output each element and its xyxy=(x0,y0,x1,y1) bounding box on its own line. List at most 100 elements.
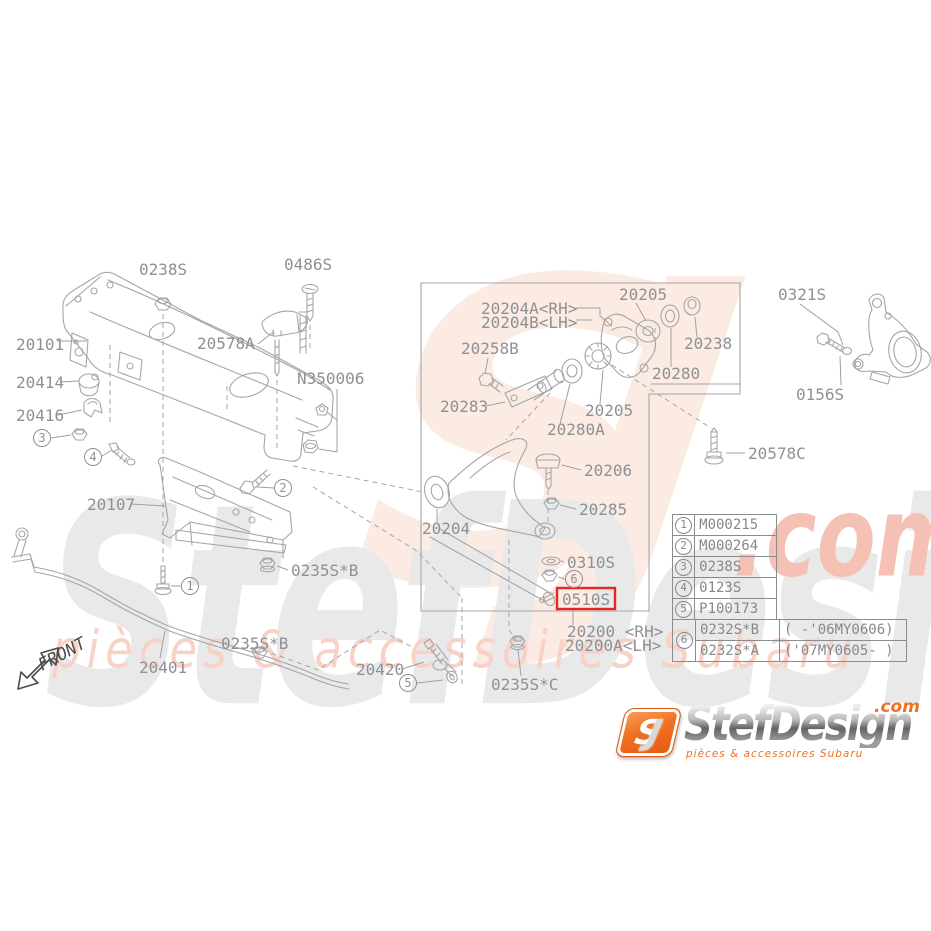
part-label: 20283 xyxy=(440,397,488,416)
table-subrow: 0232S*B ( -'06MY0606) xyxy=(696,620,906,641)
part-label: 20204A<RH> xyxy=(481,299,577,318)
row-part-number: 0123S xyxy=(699,580,742,596)
row-part-number: 0232S*A xyxy=(696,641,780,661)
table-subrow: 0232S*A ('07MY0605- ) xyxy=(696,641,906,661)
subframe-drawing xyxy=(62,271,334,462)
row-part-number: M000215 xyxy=(699,517,759,533)
logo-brand-text: StefDesign xyxy=(684,697,913,752)
table-row: 2 M000264 xyxy=(672,535,777,557)
part-label: 20204B<LH> xyxy=(481,313,577,332)
projection-lines xyxy=(109,314,712,686)
front-direction: FRONT xyxy=(17,633,91,690)
part-label: 20238 xyxy=(684,334,732,353)
callout-4: 4 xyxy=(84,448,102,466)
nut-20238 xyxy=(683,296,701,316)
washer-20205-top xyxy=(635,319,661,343)
callout-2: 2 xyxy=(274,479,292,497)
row-part-number: M000264 xyxy=(699,538,759,554)
row-part-number: 0232S*B xyxy=(696,620,780,640)
callout-5: 5 xyxy=(399,674,417,692)
nut-0235sb-1 xyxy=(259,557,276,573)
row-number-badge: 6 xyxy=(675,632,693,649)
part-labels: 0238S 0486S 20101 20578A 20414 N350006 2… xyxy=(16,255,844,694)
control-arm-drawing xyxy=(424,438,556,607)
part-label: 20200A<LH> xyxy=(565,636,661,655)
row-number-badge: 2 xyxy=(675,537,693,555)
part-label: 20205 xyxy=(619,285,667,304)
row-number-badge: 3 xyxy=(675,558,693,576)
logo-tagline: pièces & accessoires Subaru xyxy=(686,748,864,760)
steering-knuckle-drawing xyxy=(852,293,931,385)
table-row: 5 P100173 xyxy=(672,598,777,620)
ball-joint-20206 xyxy=(535,453,561,490)
shaft-assembly-20283 xyxy=(478,368,565,408)
part-label: 0235S*C xyxy=(491,675,558,694)
bolt-0321s xyxy=(816,332,853,356)
callout-1: 1 xyxy=(181,577,199,595)
part-label: 20200 <RH> xyxy=(567,622,663,641)
part-label: 20401 xyxy=(139,658,187,677)
callout-markers: 1 2 3 4 5 6 xyxy=(33,429,583,692)
mount-bracket-20204-drawing xyxy=(600,313,657,378)
highlight-box-0510s xyxy=(555,586,617,611)
bolt-0486s xyxy=(301,283,319,322)
part-label: 0235S*B xyxy=(221,634,288,653)
clamp-20416 xyxy=(83,397,103,418)
part-label: 0156S xyxy=(796,385,844,404)
bolt-marker1 xyxy=(154,565,172,596)
part-label: 20280 xyxy=(652,364,700,383)
row-part-number: P100173 xyxy=(699,601,759,617)
part-label-highlighted: 0510S xyxy=(562,590,610,609)
part-label: 0310S xyxy=(567,553,615,572)
hardware-reference-table: 1 M000215 2 M000264 3 0238S 4 0123S 5 P1… xyxy=(672,514,907,662)
watermark-com: .com xyxy=(733,472,931,603)
support-plate-drawing xyxy=(157,457,293,559)
watermark-brand: StefDesign xyxy=(44,444,931,771)
part-label: 20101 xyxy=(16,335,64,354)
nut-marker3 xyxy=(71,428,88,441)
part-label: 0486S xyxy=(284,255,332,274)
part-label: 20420 xyxy=(356,660,404,679)
bolt-20578c xyxy=(704,427,724,465)
nut-washer-n350006 xyxy=(302,403,329,454)
row-number-badge: 1 xyxy=(675,516,693,534)
bracket-20578a xyxy=(261,310,308,377)
stabilizer-bar-drawing xyxy=(11,527,350,690)
watermark-tagline: pièces & accessoires Subaru xyxy=(52,619,859,681)
nut-20285 xyxy=(543,497,560,510)
part-label: 20206 xyxy=(584,461,632,480)
callout-3: 3 xyxy=(33,429,51,447)
part-label: 0235S*B xyxy=(291,561,358,580)
nut-marker6 xyxy=(541,569,558,582)
part-label: 20285 xyxy=(579,500,627,519)
part-label: 20205 xyxy=(585,401,633,420)
bearing-20205-mid xyxy=(584,342,612,370)
front-arrow-icon xyxy=(17,647,59,690)
bushing-20414 xyxy=(78,373,100,397)
table-row: 3 0238S xyxy=(672,556,777,578)
table-group-row: 6 0232S*B ( -'06MY0606) 0232S*A ('07MY06… xyxy=(672,619,907,662)
ring-20280a xyxy=(561,358,583,384)
nut-0238s xyxy=(154,297,172,311)
part-label: 20107 xyxy=(87,495,135,514)
logo-com-text: .com xyxy=(874,697,920,717)
svg-text:4: 4 xyxy=(89,450,96,464)
part-label: 20280A xyxy=(547,420,605,439)
row-number-badge: 5 xyxy=(675,600,693,618)
cotter-pin-0510s xyxy=(538,592,556,604)
row-part-number: 0238S xyxy=(699,559,742,575)
part-label: 0238S xyxy=(139,260,187,279)
front-label: FRONT xyxy=(35,633,91,676)
row-model-range: ( -'06MY0606) xyxy=(784,622,894,638)
leader-lines xyxy=(50,302,844,684)
part-label: 20204 xyxy=(422,519,470,538)
row-number-badge: 4 xyxy=(675,579,693,597)
svg-text:2: 2 xyxy=(279,481,286,495)
part-label: 0321S xyxy=(778,285,826,304)
part-label: 20578C xyxy=(748,444,806,463)
detail-box-outline xyxy=(420,282,741,612)
row-model-range: ('07MY0605- ) xyxy=(784,643,894,659)
